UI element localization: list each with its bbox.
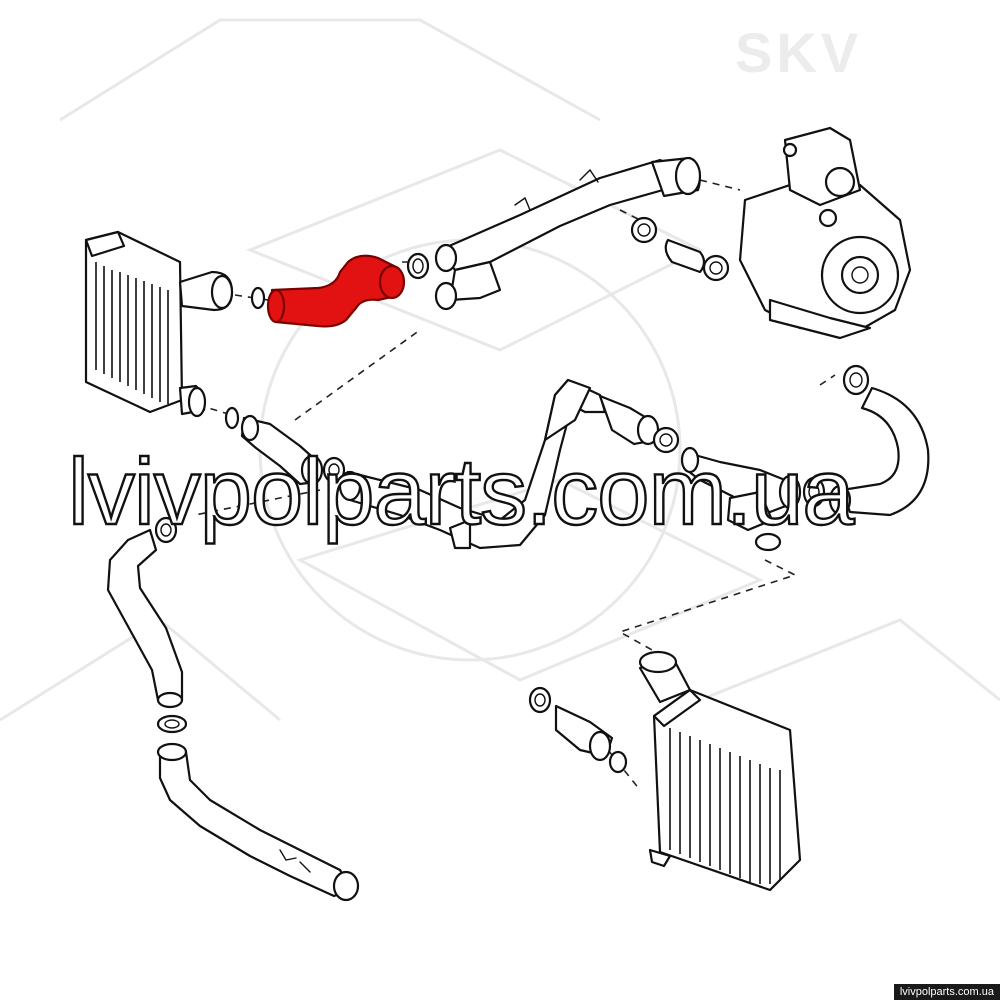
turbo-connector-hose <box>630 216 730 282</box>
intercooler-left <box>84 230 234 418</box>
turbocharger <box>738 126 912 340</box>
hose-clamp-1 <box>406 252 430 280</box>
watermark-brand: SKV <box>735 21 863 84</box>
watermark-footer: lvivpolparts.com.ua <box>893 984 1000 1000</box>
o-ring-4 <box>608 750 628 774</box>
intercooler-left-fins <box>95 262 169 404</box>
hose-left-long <box>106 516 188 734</box>
charge-pipe-lower-left <box>156 742 360 902</box>
o-ring-2 <box>224 406 240 430</box>
throttle-valve <box>680 446 826 532</box>
watermark-main-text: lvivpolparts.com.ua <box>67 438 856 545</box>
hose-right-curve <box>828 364 930 517</box>
charge-air-hose-highlighted[interactable] <box>266 254 406 328</box>
charge-pipe-middle <box>338 378 660 550</box>
intercooler-right <box>638 650 802 892</box>
hose-clamp-2 <box>652 426 680 454</box>
hose-lower-right <box>528 686 614 762</box>
o-ring-3 <box>754 532 782 552</box>
hose-clamp-3 <box>322 456 346 484</box>
intercooler-right-fins <box>669 728 781 884</box>
o-ring-1 <box>250 286 266 310</box>
charge-pipe-upper <box>434 156 702 311</box>
hose-left-middle <box>240 414 324 486</box>
